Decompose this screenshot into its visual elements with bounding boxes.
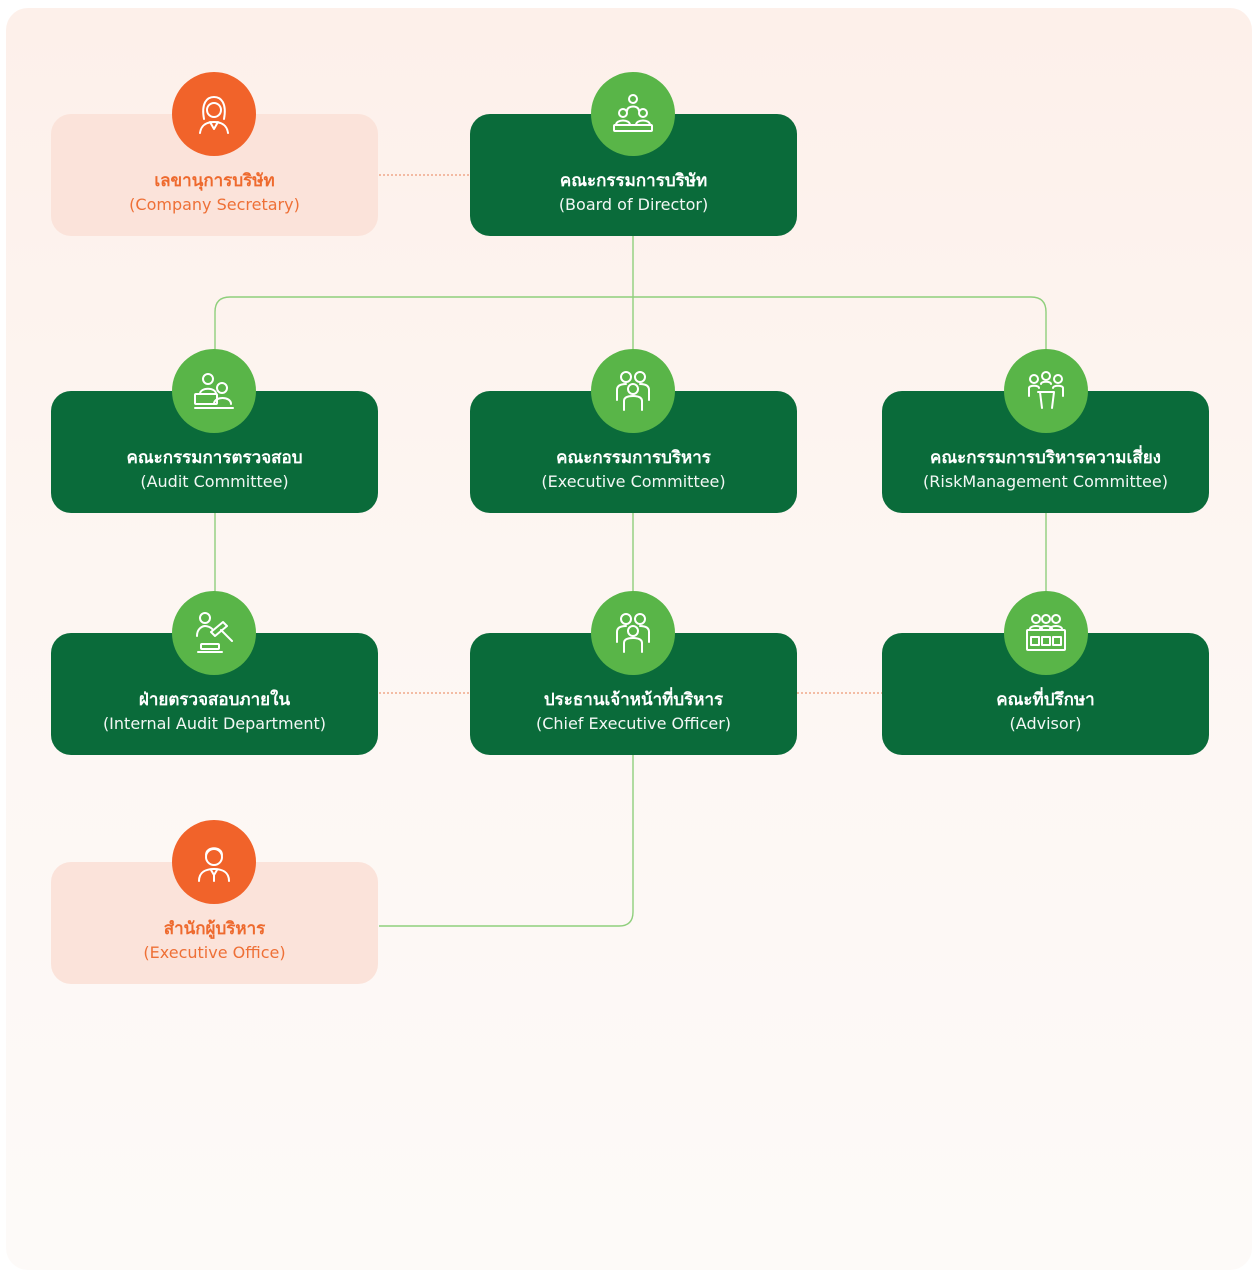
node-title-en: (RiskManagement Committee) (923, 472, 1168, 491)
group-icon (591, 349, 675, 433)
node-chief-executive-officer: ประธานเจ้าหน้าที่บริหาร (Chief Executive… (470, 633, 797, 755)
connector-ceo-to-executive-office (379, 755, 634, 927)
auditors-icon (172, 349, 256, 433)
woman-icon (172, 72, 256, 156)
board-meeting-icon (591, 72, 675, 156)
businessman-icon (172, 820, 256, 904)
node-title-th: เลขานุการบริษัท (154, 171, 275, 191)
node-title-th: ประธานเจ้าหน้าที่บริหาร (543, 690, 724, 710)
node-title-th: คณะกรรมการบริษัท (559, 171, 708, 191)
node-title-th: คณะกรรมการบริหาร (556, 448, 711, 468)
node-title-en: (Advisor) (1009, 714, 1082, 733)
node-title-th: คณะกรรมการบริหารความเสี่ยง (930, 448, 1161, 468)
group-icon (591, 591, 675, 675)
node-company-secretary: เลขานุการบริษัท (Company Secretary) (51, 114, 378, 236)
meeting-table-icon (1004, 349, 1088, 433)
node-title-en: (Executive Committee) (541, 472, 726, 491)
node-title-th: สำนักผู้บริหาร (163, 919, 266, 939)
node-title-en: (Internal Audit Department) (102, 714, 327, 733)
node-title-en: (Board of Director) (558, 195, 709, 214)
connector-committee-bus (214, 296, 1047, 391)
node-board-of-director: คณะกรรมการบริษัท (Board of Director) (470, 114, 797, 236)
node-title-en: (Company Secretary) (129, 195, 300, 214)
gavel-icon (172, 591, 256, 675)
node-title-th: คณะที่ปรึกษา (996, 690, 1095, 710)
panel-icon (1004, 591, 1088, 675)
node-title-th: ฝ่ายตรวจสอบภายใน (138, 690, 291, 710)
node-title-en: (Executive Office) (143, 943, 286, 962)
node-title-en: (Chief Executive Officer) (535, 714, 732, 733)
node-title-th: คณะกรรมการตรวจสอบ (126, 448, 303, 468)
node-title-en: (Audit Committee) (140, 472, 289, 491)
